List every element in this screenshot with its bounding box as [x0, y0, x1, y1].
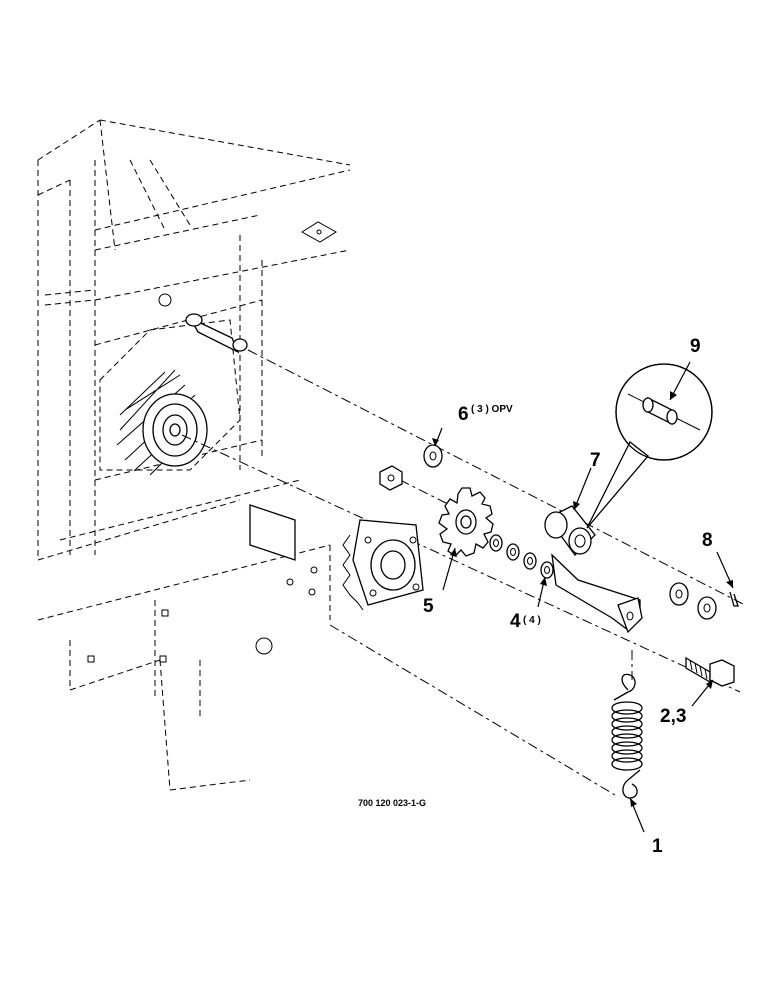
idler-arm	[544, 505, 643, 634]
callout-1: 1	[652, 836, 663, 857]
leader-arrows	[432, 361, 734, 833]
callout-6: 6	[458, 404, 469, 425]
washers-right	[669, 582, 717, 620]
callout-2-3: 2,3	[660, 706, 686, 727]
callout-8: 8	[702, 530, 713, 551]
hub-assembly	[99, 293, 248, 476]
callout-7: 7	[590, 450, 601, 471]
hex-nut	[379, 465, 403, 491]
shaft-centerlines	[181, 349, 746, 796]
extension-spring	[611, 673, 643, 799]
cotter-pin	[729, 591, 739, 607]
driven-sprocket	[342, 519, 424, 611]
callout-4-qty: ( 4 )	[523, 615, 541, 626]
callout-9: 9	[690, 336, 701, 357]
bushing	[642, 396, 678, 426]
washer-opv	[423, 444, 443, 468]
callout-6-qty: ( 3 ) OPV	[471, 404, 513, 415]
callout-4: 4	[510, 611, 521, 632]
washers	[489, 534, 554, 579]
machine-frame	[37, 119, 351, 791]
callout-labels: 6 ( 3 ) OPV 7 9 8 5 4 ( 4 ) 2,3 1 700 12…	[358, 336, 713, 857]
callout-5: 5	[423, 596, 434, 617]
idler-sprocket	[438, 487, 494, 557]
detail-bubble	[586, 363, 713, 529]
figure-reference: 700 120 023-1-G	[358, 798, 426, 808]
